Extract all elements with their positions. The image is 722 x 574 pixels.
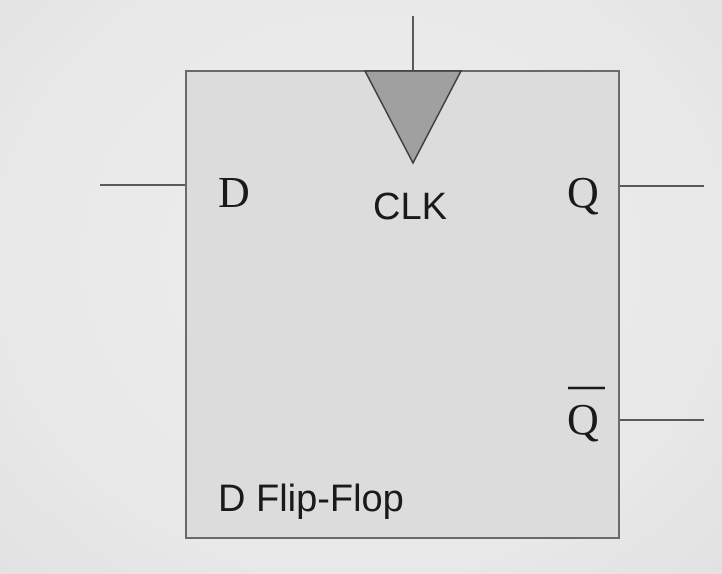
clk-input-label: CLK bbox=[373, 186, 447, 228]
q-bar-output-label: Q bbox=[567, 395, 599, 444]
component-title: D Flip-Flop bbox=[218, 478, 404, 520]
clock-edge-triangle bbox=[363, 70, 463, 165]
q-output-label: Q bbox=[567, 168, 599, 217]
d-input-label: D bbox=[218, 168, 250, 217]
flip-flop-body bbox=[185, 70, 620, 539]
